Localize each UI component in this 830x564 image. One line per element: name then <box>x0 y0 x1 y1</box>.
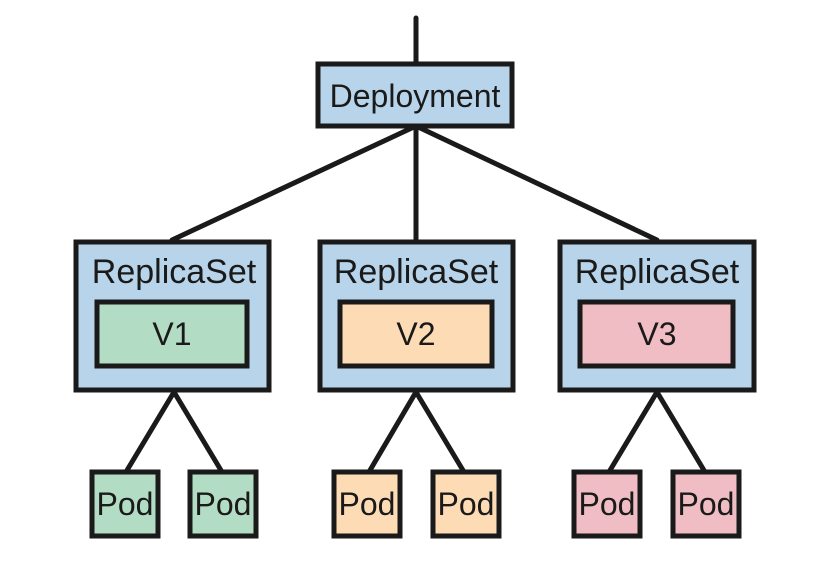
pod-label: Pod <box>339 486 396 522</box>
deployment-box <box>315 61 515 129</box>
pod-box <box>430 469 502 539</box>
version-3-label: V3 <box>637 316 676 352</box>
replicaset-3-node: ReplicaSet V3 <box>557 239 757 393</box>
replicaset-1-label: ReplicaSet <box>92 253 257 291</box>
replicaset-1-to-pod-2-line <box>171 389 225 475</box>
pod-box <box>331 469 403 539</box>
version-1-label: V1 <box>152 316 191 352</box>
replicaset-2-to-pod-2-line <box>413 389 467 475</box>
deployment-to-replicaset-1-line <box>169 123 419 243</box>
pod-label: Pod <box>678 486 735 522</box>
replicaset-1-node: ReplicaSet V1 <box>73 239 272 393</box>
replicaset-2-to-pod-1-line <box>366 389 419 475</box>
pod-label: Pod <box>97 486 154 522</box>
replicaset-3-pods: Pod Pod <box>571 469 742 539</box>
pod-box <box>89 469 161 539</box>
pod-label: Pod <box>579 486 636 522</box>
version-3-box <box>577 299 736 369</box>
replicaset-3-label: ReplicaSet <box>575 253 740 291</box>
version-2-label: V2 <box>396 316 435 352</box>
pod-label: Pod <box>195 486 252 522</box>
replicaset-3-to-pod-2-line <box>654 389 708 475</box>
deployment-node: Deployment <box>315 61 515 129</box>
deployment-label: Deployment <box>330 78 501 114</box>
version-2-box <box>337 299 495 369</box>
connectors <box>123 15 708 475</box>
pod-box <box>670 469 742 539</box>
pod-box <box>571 469 643 539</box>
deployment-to-replicaset-3-line <box>413 123 660 243</box>
pod-label: Pod <box>438 486 495 522</box>
replicaset-1-pods: Pod Pod <box>89 469 259 539</box>
replicaset-2-node: ReplicaSet V2 <box>317 239 516 393</box>
replicaset-2-pods: Pod Pod <box>331 469 502 539</box>
replicaset-3-to-pod-1-line <box>606 389 660 475</box>
pod-box <box>187 469 259 539</box>
replicaset-2-label: ReplicaSet <box>334 253 499 291</box>
replicaset-1-to-pod-1-line <box>123 389 177 475</box>
version-1-box <box>94 299 250 369</box>
